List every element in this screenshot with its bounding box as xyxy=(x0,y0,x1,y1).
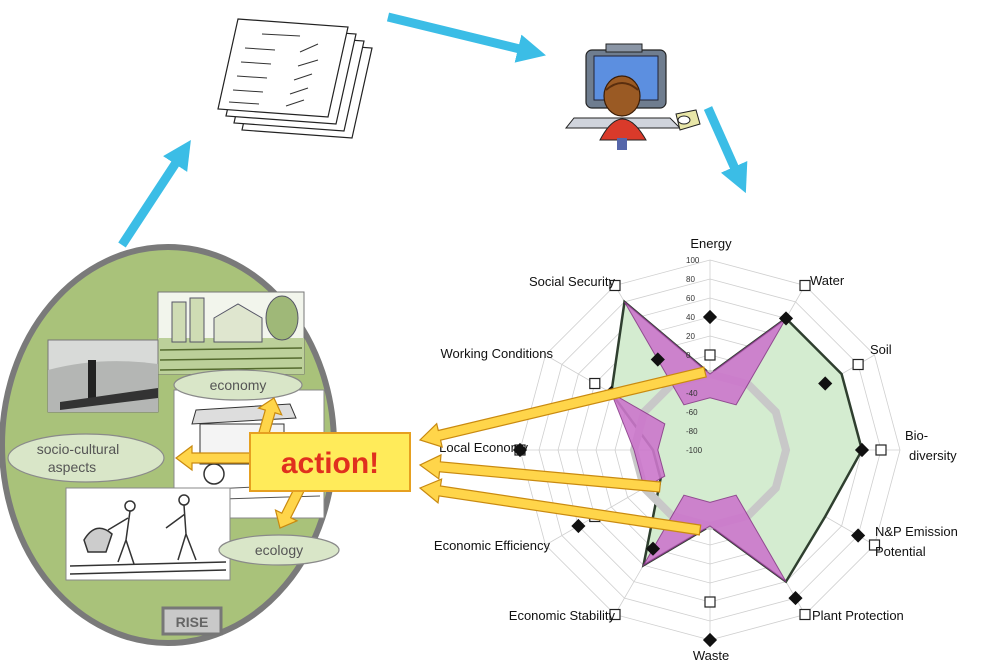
action-label: action! xyxy=(281,447,379,480)
radar-indicator-label-line2: diversity xyxy=(909,448,957,463)
ecology-label: ecology xyxy=(255,542,303,558)
radar-tick-label: -100 xyxy=(686,446,703,455)
action-arrow-to-ecology xyxy=(274,484,306,529)
radar-indicator-label: Waste xyxy=(693,648,729,663)
radar-diamond-marker xyxy=(512,442,528,458)
radar-indicator-label: Bio- xyxy=(905,428,928,443)
rise-label: RISE xyxy=(176,614,209,630)
radar-diamond-marker xyxy=(650,352,665,367)
economy-label: economy xyxy=(210,377,267,393)
radar-square-marker xyxy=(704,349,716,361)
radar-diamond-marker xyxy=(788,591,803,606)
socio-cultural-label-line1: socio-cultural xyxy=(37,441,119,457)
fieldwork-picture xyxy=(65,487,231,581)
radar-tick-label: 60 xyxy=(686,294,695,303)
ecology-oval xyxy=(218,534,340,566)
radar-indicator-label-line2: Potential xyxy=(875,544,926,559)
radar-tick-label: -60 xyxy=(686,408,698,417)
radar-tick-label: 20 xyxy=(686,332,695,341)
radar-tick-label: 0 xyxy=(686,351,691,360)
radar-square-marker xyxy=(609,279,621,292)
radar-diamond-marker xyxy=(702,309,718,325)
radar-tick-label: 40 xyxy=(686,313,695,322)
economy-oval xyxy=(173,369,303,401)
radar-tick-label: -80 xyxy=(686,427,698,436)
radar-diamond-marker xyxy=(702,632,718,648)
radar-diamond-marker xyxy=(645,541,661,556)
radar-square-marker xyxy=(852,358,864,371)
radar-indicator-label: Social Security xyxy=(529,274,615,289)
radar-indicator-label: N&P Emission xyxy=(875,524,958,539)
radar-diamond-marker xyxy=(818,376,833,391)
radar-diamond-marker xyxy=(778,311,794,326)
action-arrow-from-social-security xyxy=(418,366,707,448)
radar-square-marker xyxy=(875,444,887,456)
radar-indicator-label: Water xyxy=(810,273,845,288)
radar-indicator-label: Working Conditions xyxy=(441,346,554,361)
radar-indicator-label: Economic Stability xyxy=(509,608,616,623)
action-arrow-to-socio-cultural xyxy=(175,444,261,472)
radar-square-marker xyxy=(609,608,621,621)
factory-picture xyxy=(47,339,159,413)
farm-picture xyxy=(157,291,305,375)
computer-user-icon xyxy=(564,43,701,150)
radar-indicator-label: Energy xyxy=(690,236,732,251)
rise-circle: economy socio-cultural aspects ecology R… xyxy=(0,244,340,646)
socio-cultural-label-line2: aspects xyxy=(48,459,96,475)
flow-arrows xyxy=(118,12,748,248)
action-arrows xyxy=(175,366,707,536)
radar-pink-area-3 xyxy=(642,494,787,583)
flow-arrow-circle-to-questionnaire xyxy=(118,139,191,248)
radar-chart: 100806040200-20-40-60-80-100EnergyWaterS… xyxy=(434,236,958,663)
radar-tick-label: -40 xyxy=(686,389,698,398)
flow-arrow-computer-to-chart xyxy=(703,106,748,194)
rise-box xyxy=(161,606,223,636)
radar-square-marker xyxy=(704,596,716,608)
action-box xyxy=(249,432,411,492)
radar-square-marker xyxy=(868,539,881,551)
radar-diamond-marker xyxy=(851,528,866,543)
radar-square-marker xyxy=(799,608,811,621)
radar-diamond-marker xyxy=(854,442,870,458)
radar-square-marker xyxy=(589,377,601,390)
radar-tick-label: 100 xyxy=(686,256,700,265)
radar-indicator-label: Economic Efficiency xyxy=(434,538,551,553)
radar-indicator-label: Plant Protection xyxy=(812,608,904,623)
socio-cultural-oval xyxy=(7,433,165,483)
radar-pink-area-1 xyxy=(624,301,787,406)
radar-pink-area-2 xyxy=(610,391,666,489)
radar-indicator-label: Local Economy xyxy=(439,440,528,455)
flow-arrow-questionnaire-to-computer xyxy=(386,12,546,63)
radar-tick-label: 80 xyxy=(686,275,695,284)
radar-diamond-marker xyxy=(571,518,586,534)
action-arrow-from-economic-efficiency xyxy=(418,478,702,536)
questionnaire-icon xyxy=(217,18,373,139)
radar-indicator-label: Soil xyxy=(870,342,892,357)
radar-square-marker xyxy=(799,279,811,292)
action-arrow-from-local-economy xyxy=(418,453,662,493)
